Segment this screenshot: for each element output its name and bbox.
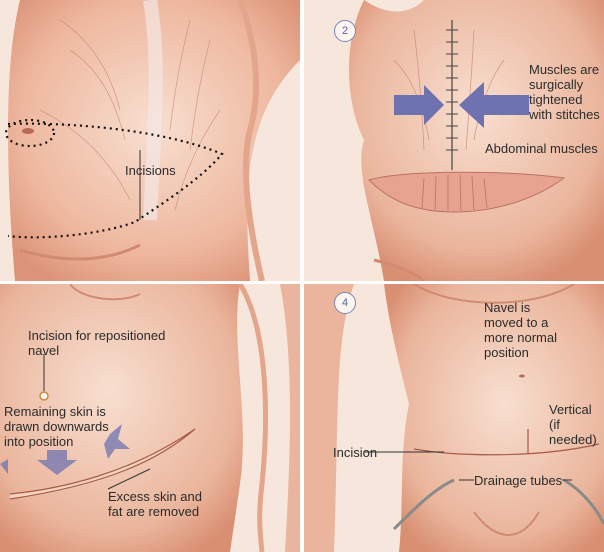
remaining-skin-label: Remaining skin is drawn downwards into p… (4, 404, 109, 449)
panel-1-illustration (0, 0, 300, 281)
vertical-label: Vertical (if needed) (549, 402, 604, 447)
navel-incision-label: Incision for repositioned navel (28, 328, 165, 358)
step-number-badge: 4 (334, 292, 356, 314)
panel-step-1: Incisions (0, 0, 300, 281)
incision-label: Incision (333, 445, 377, 460)
panel-divider-vertical (300, 0, 304, 552)
panel-step-3: Incision for repositioned navel Remainin… (0, 284, 300, 552)
abdominal-muscles-label: Abdominal muscles (485, 141, 598, 156)
panel-step-2: 2 Muscles are surgically tightened with … (304, 0, 604, 281)
navel-moved-label: Navel is moved to a more normal position (484, 300, 557, 360)
drainage-tubes-label: Drainage tubes (474, 473, 562, 488)
navel-marker (40, 392, 48, 400)
incisions-label: Incisions (125, 163, 176, 178)
step-number-badge: 2 (334, 20, 356, 42)
panel-step-4: 4 Navel is moved to a more normal positi… (304, 284, 604, 552)
navel-marker (519, 375, 525, 378)
excess-skin-label: Excess skin and fat are removed (108, 489, 202, 519)
muscles-tightened-label: Muscles are surgically tightened with st… (529, 62, 600, 122)
